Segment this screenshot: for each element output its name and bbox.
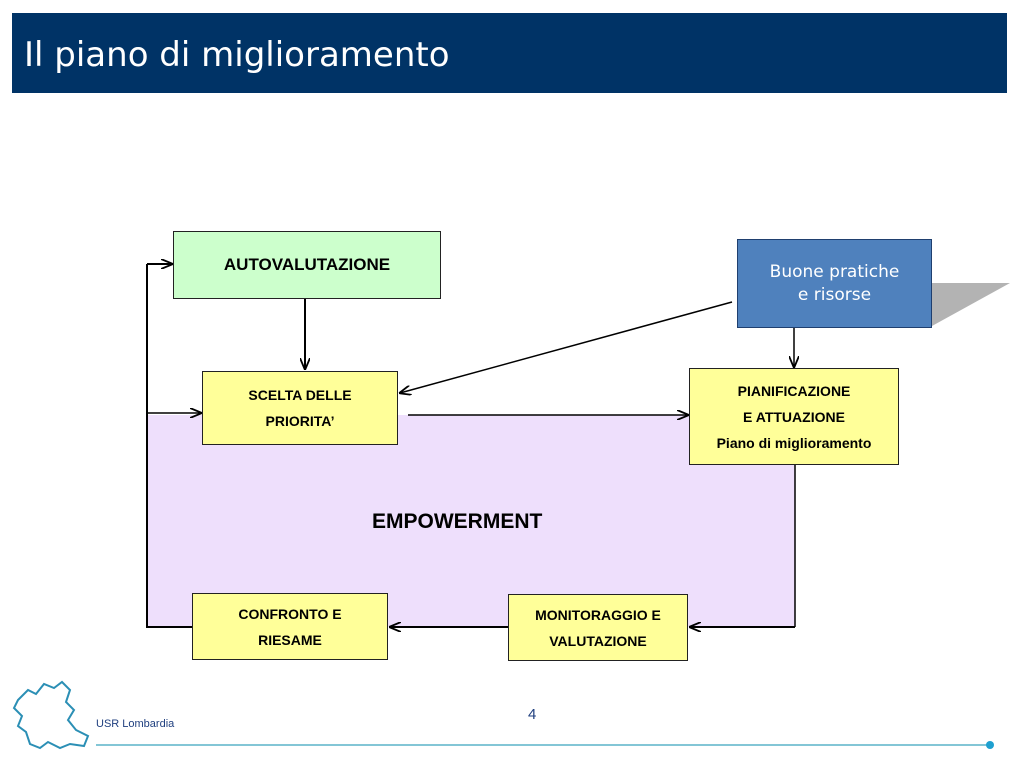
footer-dot — [986, 741, 994, 749]
empowerment-label: EMPOWERMENT — [372, 510, 543, 533]
autovalutazione-label: AUTOVALUTAZIONE — [223, 255, 391, 274]
confronto-line-1: CONFRONTO E — [238, 605, 342, 622]
buone-pratiche-line-1: Buone pratiche — [769, 261, 900, 282]
pianificazione-line-3: Piano di miglioramento — [716, 434, 872, 451]
box-scelta-priorita: SCELTA DELLE PRIORITA’ — [202, 371, 398, 445]
monitoraggio-line-2: VALUTAZIONE — [549, 632, 647, 649]
page-number: 4 — [528, 706, 537, 723]
box-buone-pratiche: Buone pratiche e risorse — [737, 239, 932, 328]
scelta-line-1: SCELTA DELLE — [248, 387, 352, 403]
confronto-line-2: RIESAME — [258, 631, 322, 648]
box-pianificazione: PIANIFICAZIONE E ATTUAZIONE Piano di mig… — [689, 368, 899, 465]
footer-org: USR Lombardia — [96, 718, 175, 730]
box-monitoraggio: MONITORAGGIO E VALUTAZIONE — [508, 594, 688, 661]
slide-title: Il piano di miglioramento — [24, 35, 450, 75]
title-bar: Il piano di miglioramento — [12, 13, 1007, 93]
lombardia-map-icon — [12, 680, 90, 750]
monitoraggio-line-1: MONITORAGGIO E — [535, 606, 661, 623]
box-confronto-riesame: CONFRONTO E RIESAME — [192, 593, 388, 660]
box-autovalutazione: AUTOVALUTAZIONE — [173, 231, 441, 299]
blue-box-shadow — [932, 283, 1010, 326]
pianificazione-line-1: PIANIFICAZIONE — [737, 382, 851, 399]
buone-pratiche-line-2: e risorse — [797, 284, 872, 305]
scelta-line-2: PRIORITA’ — [265, 413, 335, 429]
empowerment-area — [148, 415, 795, 627]
pianificazione-line-2: E ATTUAZIONE — [743, 408, 845, 425]
arrow-buone-to-scelta — [400, 301, 733, 393]
